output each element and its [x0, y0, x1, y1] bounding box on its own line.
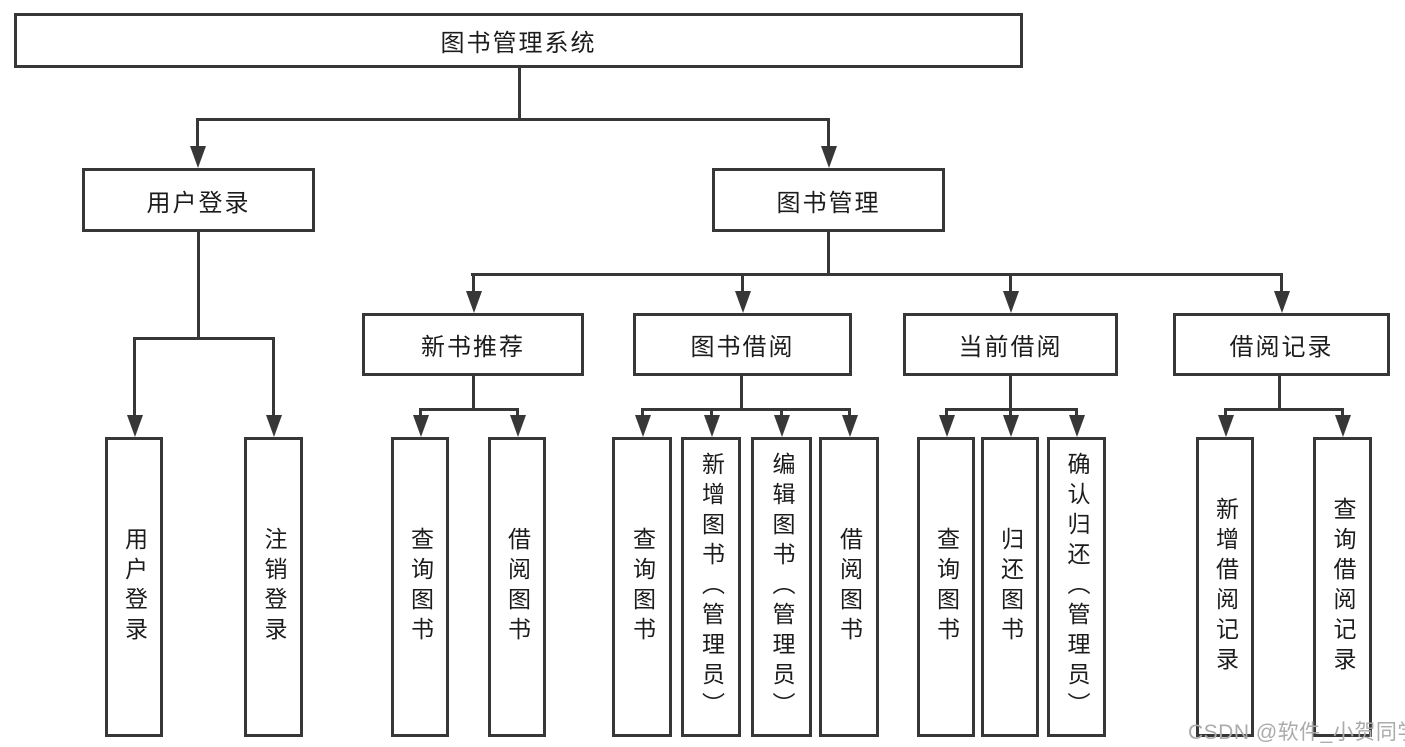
arrow-down-icon: [419, 408, 422, 415]
arrow-down-icon: [1280, 273, 1283, 291]
connector-stem: [1278, 376, 1281, 410]
connector-hline: [419, 408, 518, 411]
arrow-down-icon: [272, 337, 275, 415]
arrow-down-icon: [196, 118, 199, 146]
arrow-down-icon: [1224, 408, 1227, 415]
node-new-book-recommend: 新书推荐: [362, 313, 584, 376]
arrow-down-icon: [780, 408, 783, 415]
csdn-watermark: CSDN @软件_小贺同学: [1188, 721, 1405, 744]
connector-hline: [133, 337, 275, 340]
leaf-logout: 注销登录: [244, 437, 303, 737]
leaf-query-books: 查询图书: [612, 437, 672, 737]
leaf-label: 编辑图书（管理员）: [769, 452, 795, 722]
leaf-add-books-admin: 新增图书（管理员）: [681, 437, 741, 737]
node-book-borrow: 图书借阅: [633, 313, 852, 376]
connector-hline: [641, 408, 850, 411]
leaf-return-books: 归还图书: [981, 437, 1039, 737]
node-book-management: 图书管理: [712, 168, 945, 232]
arrow-down-icon: [1009, 273, 1012, 291]
arrow-down-icon: [1009, 408, 1012, 415]
leaf-user-login: 用户登录: [105, 437, 163, 737]
leaf-label: 归还图书: [997, 527, 1024, 647]
leaf-label: 借阅图书: [836, 527, 863, 647]
leaf-label: 查询图书: [933, 527, 960, 647]
arrow-down-icon: [741, 273, 744, 291]
leaf-label: 查询图书: [407, 527, 434, 647]
connector-stem: [1009, 376, 1012, 410]
arrow-down-icon: [1075, 408, 1078, 415]
leaf-label: 确认归还（管理员）: [1064, 452, 1090, 722]
connector-stem: [472, 376, 475, 410]
arrow-down-icon: [472, 273, 475, 291]
leaf-edit-books-admin: 编辑图书（管理员）: [751, 437, 812, 737]
node-current-borrow: 当前借阅: [903, 313, 1118, 376]
connector-stem: [827, 232, 830, 275]
connector-hline: [1224, 408, 1344, 411]
leaf-add-borrow-record: 新增借阅记录: [1196, 437, 1254, 737]
leaf-query-books: 查询图书: [917, 437, 975, 737]
leaf-label: 借阅图书: [504, 527, 531, 647]
leaf-label: 用户登录: [121, 527, 148, 647]
leaf-label: 新增图书（管理员）: [698, 452, 725, 722]
arrow-down-icon: [710, 408, 713, 415]
leaf-query-borrow-record: 查询借阅记录: [1313, 437, 1372, 737]
leaf-label: 查询图书: [629, 527, 656, 647]
node-user-login: 用户登录: [82, 168, 315, 232]
connector-hline: [197, 118, 830, 121]
arrow-down-icon: [516, 408, 519, 415]
arrow-down-icon: [827, 118, 830, 146]
leaf-query-books: 查询图书: [391, 437, 449, 737]
leaf-label: 新增借阅记录: [1212, 497, 1239, 677]
arrow-down-icon: [133, 337, 136, 415]
arrow-down-icon: [641, 408, 644, 415]
arrow-down-icon: [945, 408, 948, 415]
arrow-down-icon: [848, 408, 851, 415]
leaf-borrow-books: 借阅图书: [488, 437, 546, 737]
arrow-down-icon: [1341, 408, 1344, 415]
connector-hline: [471, 273, 1283, 276]
leaf-borrow-books: 借阅图书: [819, 437, 879, 737]
connector-stem: [518, 68, 521, 120]
leaf-label: 查询借阅记录: [1330, 497, 1356, 677]
node-library-system: 图书管理系统: [14, 13, 1023, 68]
node-borrow-records: 借阅记录: [1173, 313, 1390, 376]
connector-stem: [197, 232, 200, 339]
connector-stem: [740, 376, 743, 410]
leaf-label: 注销登录: [261, 527, 287, 647]
leaf-confirm-return-admin: 确认归还（管理员）: [1047, 437, 1106, 737]
